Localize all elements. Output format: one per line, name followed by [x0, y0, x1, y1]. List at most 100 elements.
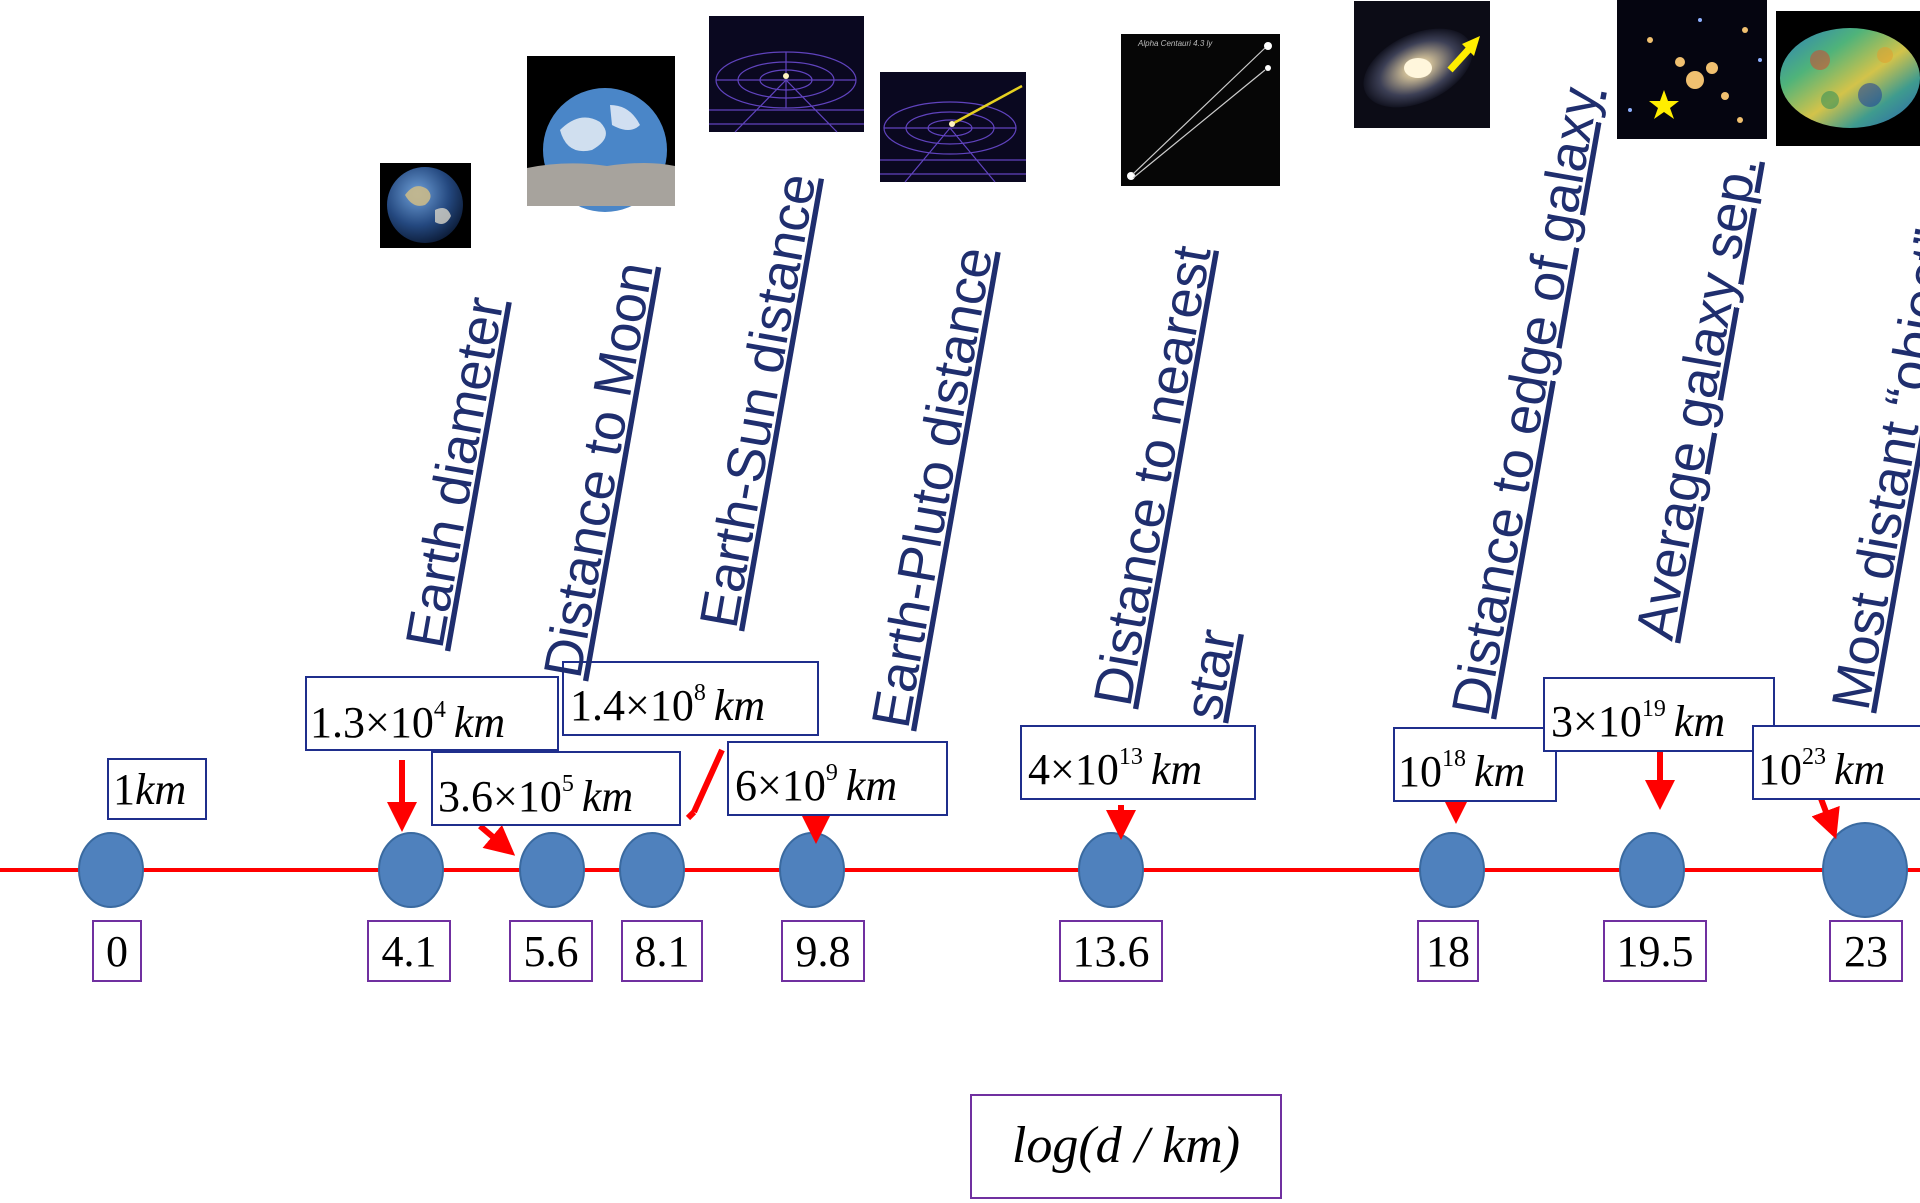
box-frame — [431, 751, 681, 826]
dot — [779, 832, 845, 908]
marker-2: 5.6 — [509, 832, 593, 982]
distance-box-6: 1018 km — [1393, 727, 1557, 802]
label-nearest-star-line2: star — [1173, 625, 1248, 724]
label-distance-to-moon: Distance to Moon — [533, 258, 665, 682]
pluto-orbit-grid-icon — [880, 72, 1026, 183]
tick-label: 23 — [1844, 927, 1888, 976]
distance-exponent: 5 — [562, 771, 574, 797]
marker-4: 9.8 — [779, 832, 865, 982]
label-earth-sun-distance: Earth-Sun distance — [689, 169, 828, 632]
label-earth-diameter: Earth diameter — [395, 293, 516, 652]
tick-box — [1417, 920, 1479, 982]
tick-box — [621, 920, 703, 982]
distance-exponent: 8 — [694, 680, 706, 706]
box-frame — [1020, 725, 1256, 800]
dot — [1419, 832, 1485, 908]
box-frame — [305, 676, 559, 751]
distance-mantissa: 1.3×10 — [310, 698, 434, 747]
tick-label: 19.5 — [1617, 927, 1694, 976]
distance-unit: km — [582, 772, 633, 821]
cmb-map-icon — [1776, 11, 1920, 146]
tick-label: 4.1 — [382, 927, 437, 976]
distance-box-1: 1.3×104 km — [305, 676, 559, 751]
distance-unit: km — [846, 761, 897, 810]
alpha-centauri-caption: Alpha Centauri 4.3 ly — [1137, 39, 1213, 48]
label-earth-pluto-distance: Earth-Pluto distance — [861, 243, 1005, 732]
tick-box — [1603, 920, 1707, 982]
tick-label: 0 — [106, 927, 128, 976]
tick-box — [781, 920, 865, 982]
galaxy-cluster-icon — [1617, 0, 1767, 139]
dot — [1822, 822, 1908, 918]
distance-mantissa: 6×10 — [735, 761, 826, 810]
axis-markers: 0 4.1 5.6 8.1 9.8 13.6 — [78, 822, 1908, 982]
marker-7: 19.5 — [1603, 832, 1707, 982]
tick-label: 5.6 — [524, 927, 579, 976]
dot — [378, 832, 444, 908]
tick-box — [367, 920, 451, 982]
distance-mantissa: 4×10 — [1028, 745, 1119, 794]
distance-unit: km — [1834, 745, 1885, 794]
tick-label: 13.6 — [1073, 927, 1150, 976]
marker-3: 8.1 — [619, 832, 703, 982]
distance-value: 1.3×104 km — [310, 697, 505, 747]
distance-unit: km — [1151, 745, 1202, 794]
dot — [78, 832, 144, 908]
dot — [519, 832, 585, 908]
tick-label: 9.8 — [796, 927, 851, 976]
marker-8: 23 — [1822, 822, 1908, 982]
arrow-most-distant — [1811, 794, 1840, 840]
distance-box-7: 3×1019 km — [1543, 677, 1775, 752]
distance-exponent: 19 — [1642, 696, 1666, 722]
tick-label: 18 — [1426, 927, 1470, 976]
distance-mantissa: 3×10 — [1551, 697, 1642, 746]
distance-box-0: 1km — [107, 758, 207, 820]
dot — [1078, 832, 1144, 908]
distance-box-5: 4×1013 km — [1020, 725, 1256, 800]
dot — [1619, 832, 1685, 908]
arrow-moon — [478, 823, 516, 856]
marker-0: 0 — [78, 832, 144, 982]
pointer-arrows — [387, 730, 1840, 856]
earthrise-moon-icon — [527, 56, 675, 212]
box-frame — [1752, 725, 1920, 800]
distance-unit: km — [1674, 697, 1725, 746]
distance-value: 4×1013 km — [1028, 744, 1202, 794]
distance-value: 1km — [113, 765, 186, 814]
distance-exponent: 4 — [434, 697, 446, 723]
distance-exponent: 13 — [1119, 744, 1143, 770]
distance-unit: km — [1474, 747, 1525, 796]
distance-unit: km — [135, 765, 186, 814]
distance-exponent: 23 — [1802, 744, 1826, 770]
distance-exponent: 18 — [1442, 746, 1466, 772]
box-frame — [1543, 677, 1775, 752]
axis-label-text: log(d / km) — [1012, 1117, 1240, 1174]
distance-mantissa: 10 — [1398, 747, 1442, 796]
thumbnails: Alpha Centauri 4.3 ly — [380, 0, 1920, 248]
tick-box — [92, 920, 142, 982]
arrow-sun-hook — [685, 809, 697, 821]
tick-box — [1059, 920, 1163, 982]
label-average-galaxy-sep: Average galaxy sep. — [1625, 153, 1769, 644]
arrow-sun — [691, 748, 725, 814]
box-frame — [1393, 727, 1557, 802]
marker-1: 4.1 — [367, 832, 451, 982]
label-edge-of-galaxy: Distance to edge of galaxy — [1441, 83, 1611, 720]
box-frame — [562, 661, 819, 736]
dot — [619, 832, 685, 908]
axis-label: log(d / km) — [970, 1094, 1282, 1199]
distance-base: 1 — [113, 765, 135, 814]
marker-6: 18 — [1417, 832, 1485, 982]
distance-mantissa: 1.4×10 — [570, 681, 694, 730]
distance-unit: km — [454, 698, 505, 747]
